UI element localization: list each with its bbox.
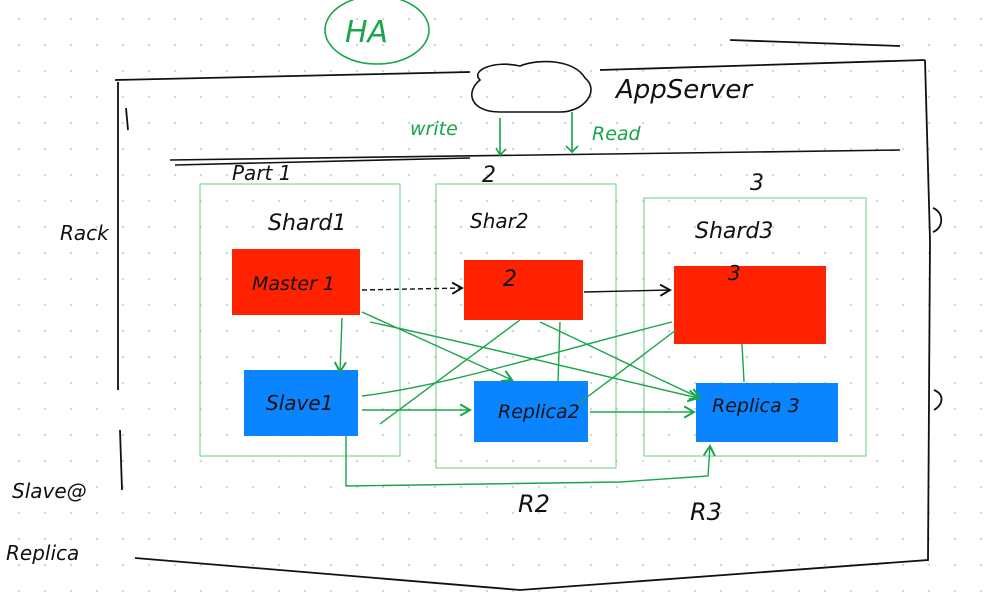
- master2-to-slave1: [379, 319, 521, 425]
- app-server-cloud-icon: [471, 60, 592, 113]
- replica-tag-2: R2: [518, 490, 550, 518]
- legend-line-2: Replica: [6, 541, 79, 565]
- master1-to-master2-arrow: [361, 281, 464, 295]
- write-read-annotations: write Read: [410, 112, 642, 159]
- master-node-2: [464, 260, 583, 320]
- ha-circle: [324, 0, 430, 65]
- read-arrow: [565, 112, 579, 154]
- shard-title-3: Shard3: [695, 219, 773, 244]
- master-node-1: [232, 249, 360, 315]
- master-node-2-label: 2: [503, 267, 517, 292]
- replica-node-2: [474, 381, 588, 442]
- master-node-3: [674, 266, 826, 344]
- master2-to-master3-arrow: [583, 283, 672, 297]
- slave1-to-replica3-bottom: [345, 436, 716, 487]
- write-label: write: [410, 118, 458, 140]
- column-header-3: 3: [750, 171, 764, 196]
- shard-title-2: Shar2: [470, 209, 529, 233]
- replica-node-3: [696, 383, 838, 442]
- write-arrow: [495, 118, 507, 159]
- replica-tag-3: R3: [690, 498, 722, 526]
- master-node-1-label: Master 1: [252, 273, 335, 295]
- column-header-2: 2: [482, 163, 496, 188]
- master1-to-replica3: [369, 321, 700, 403]
- master-chain-arrows: [361, 281, 672, 297]
- master3-to-replica3: [741, 343, 745, 383]
- shard-group-2: [435, 183, 617, 469]
- rack-label: Rack: [60, 221, 110, 245]
- shard-group-3: [643, 197, 867, 457]
- replica-node-3-label: Replica 3: [712, 395, 800, 417]
- legend-line-1: Slave@: [12, 479, 87, 503]
- master3-to-slave1: [361, 321, 673, 397]
- ha-title: HA: [324, 0, 430, 65]
- master-node-3-label: 3: [728, 261, 741, 285]
- app-server: AppServer: [471, 60, 754, 113]
- column-header-1: Part 1: [232, 161, 291, 185]
- read-label: Read: [592, 123, 642, 145]
- master1-to-replica2: [361, 311, 514, 383]
- master3-to-replica2: [577, 329, 677, 405]
- replica-node-1-label: Slave1: [266, 391, 333, 415]
- replication-arrows: [333, 311, 745, 487]
- app-server-label: AppServer: [614, 75, 754, 105]
- master2-to-replica3: [539, 321, 702, 401]
- rack-border: [114, 39, 943, 591]
- ha-title-text: HA: [345, 15, 388, 50]
- replica-node-1: [244, 370, 358, 436]
- master1-to-slave1: [333, 317, 347, 374]
- shard-separator: [169, 149, 901, 166]
- shard-group-1: [199, 183, 401, 457]
- replica-node-2-label: Replica2: [498, 401, 580, 423]
- shard-title-1: Shard1: [268, 211, 346, 236]
